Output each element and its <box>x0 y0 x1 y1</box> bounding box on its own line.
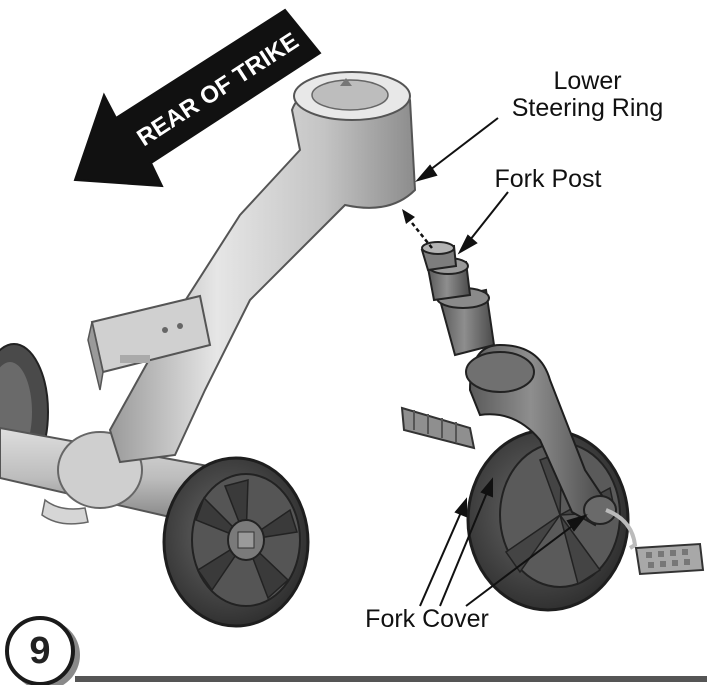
lower-steering-ring-label: Lower Steering Ring <box>470 68 705 122</box>
rear-of-trike-text: REAR OF TRIKE <box>132 28 303 152</box>
lower-steering-ring-label-line2: Steering Ring <box>511 94 664 122</box>
leader-lines <box>415 117 588 607</box>
front-fork <box>465 343 638 550</box>
lower-steering-ring-label-line1: Lower <box>553 67 622 95</box>
fork-post <box>420 241 496 357</box>
trike-frame <box>87 71 417 464</box>
right-pedal <box>634 542 705 576</box>
left-pedal <box>400 406 476 450</box>
rear-of-trike-arrow: REAR OF TRIKE <box>73 8 322 188</box>
fork-post-label: Fork Post <box>494 165 602 193</box>
rear-right-wheel <box>162 456 310 628</box>
insertion-direction-arrow <box>402 209 433 249</box>
fork-cover-label: Fork Cover <box>365 605 489 633</box>
step-number-badge: 9 <box>5 616 75 685</box>
bottom-divider <box>75 676 707 682</box>
